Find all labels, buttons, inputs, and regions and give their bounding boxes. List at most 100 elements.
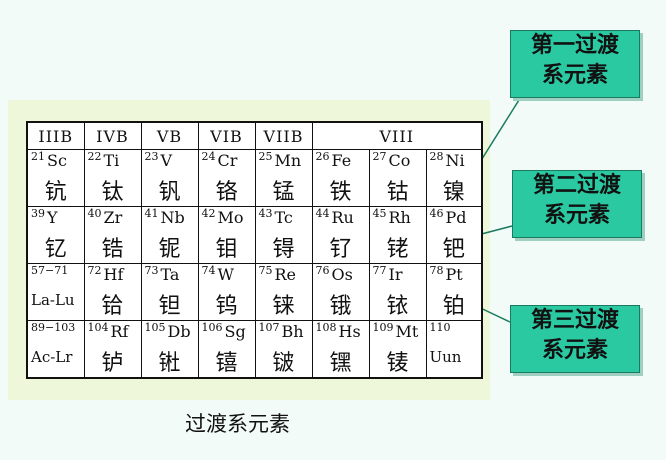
- atomic-number: 45: [372, 207, 387, 221]
- element-symbol-text: Ir: [388, 265, 403, 284]
- atomic-number: 28: [429, 150, 444, 164]
- element-chinese-name: 钛: [101, 180, 124, 205]
- element-chinese-name: 钯: [442, 237, 465, 262]
- element-chinese-name: 铼: [272, 294, 295, 319]
- atomic-number: 24: [201, 150, 216, 164]
- element-chinese-name: 铬: [215, 180, 238, 205]
- atomic-number: 89−103: [31, 321, 76, 334]
- group-header: VIIB: [254, 121, 313, 150]
- atomic-number: 110: [429, 321, 451, 334]
- element-chinese-name: 𬬻: [101, 351, 124, 376]
- atomic-number: 40: [87, 207, 102, 221]
- element-symbol-text: Re: [274, 265, 297, 284]
- element-chinese-name: 𬭳: [215, 351, 238, 376]
- atomic-number: 39: [31, 207, 45, 221]
- callout-line: 第一过渡: [530, 33, 619, 58]
- atomic-number: 41: [144, 207, 159, 221]
- element-symbol-text: Nb: [160, 208, 185, 227]
- callout-first-transition-series: 第一过渡 系元素: [510, 30, 640, 98]
- element-symbol-text: Mn: [274, 151, 302, 170]
- element-chinese-name: 镍: [442, 180, 465, 205]
- callout-line: 系元素: [541, 338, 608, 363]
- element-chinese-name: 𬭛: [272, 351, 295, 376]
- element-chinese-name: 钴: [386, 180, 409, 205]
- element-symbol-text: Mt: [395, 322, 419, 341]
- group-header: IVB: [83, 121, 142, 150]
- atomic-number: 44: [315, 207, 330, 221]
- element-symbol-text: Y: [47, 208, 58, 227]
- atomic-number: 46: [429, 207, 444, 221]
- element-chinese-name: 钼: [215, 237, 238, 262]
- element-symbol-text: Hs: [338, 322, 361, 341]
- element-chinese-name: 锰: [272, 180, 295, 205]
- atomic-number: 73: [144, 264, 159, 278]
- element-symbol-text: Sg: [224, 322, 246, 341]
- element-chinese-name: 铌: [158, 237, 181, 262]
- group-header: VIB: [197, 121, 256, 150]
- element-chinese-name: 锇: [329, 294, 352, 319]
- atomic-number: 75: [258, 264, 273, 278]
- atomic-number: 25: [258, 150, 273, 164]
- element-chinese-name: 钽: [158, 294, 181, 319]
- atomic-number: 74: [201, 264, 216, 278]
- group-header: VIII: [311, 121, 483, 150]
- element-chinese-name: 锆: [101, 237, 124, 262]
- atomic-number: 104: [87, 321, 109, 334]
- element-symbol-text: Cr: [217, 151, 238, 170]
- figure-caption: 过渡系元素: [185, 412, 290, 436]
- group-header: IIIB: [26, 121, 85, 150]
- element-chinese-name: 𬭶: [329, 351, 352, 376]
- element-symbol-text: Hf: [103, 265, 124, 284]
- element-symbol-text: Pt: [445, 265, 463, 284]
- element-symbol-text: Tc: [274, 208, 293, 227]
- element-chinese-name: La-Lu: [31, 291, 75, 309]
- group-header: VB: [140, 121, 199, 150]
- atomic-number: 109: [372, 321, 394, 334]
- element-symbol-text: Bh: [281, 322, 304, 341]
- element-chinese-name: 锝: [272, 237, 295, 262]
- atomic-number: 22: [87, 150, 102, 164]
- callout-line: 第二过渡: [532, 173, 621, 198]
- element-chinese-name: 钇: [44, 237, 67, 262]
- element-symbol-text: Pd: [445, 208, 467, 227]
- atomic-number: 42: [201, 207, 216, 221]
- element-symbol-text: Ti: [103, 151, 120, 170]
- atomic-number: 72: [87, 264, 102, 278]
- element-chinese-name: 铱: [386, 294, 409, 319]
